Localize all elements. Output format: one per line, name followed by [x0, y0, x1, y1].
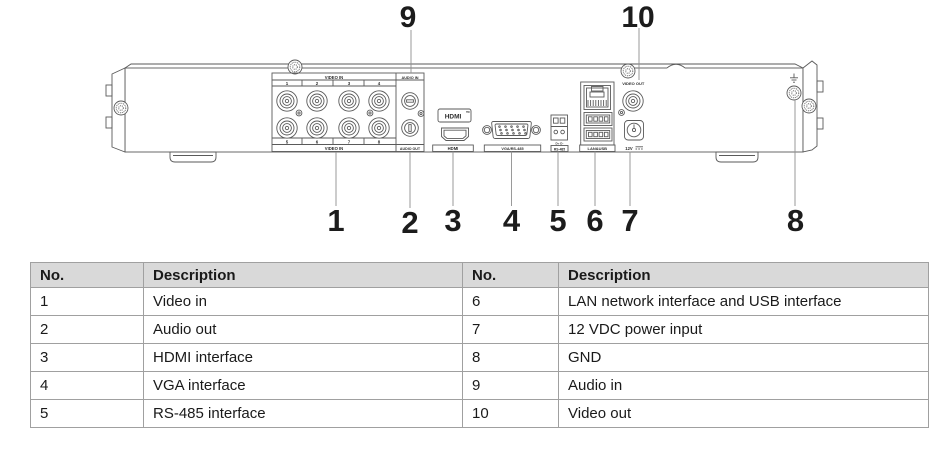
bnc-video-in-7: [338, 117, 360, 139]
legend-table: No. Description No. Description 1 Video …: [30, 262, 929, 428]
vga-pins: [498, 125, 527, 135]
bnc-video-in-2: [306, 90, 328, 112]
table-row-desc: 12 VDC power input: [559, 316, 929, 344]
callout-6: 6: [586, 203, 603, 238]
header-desc-left: Description: [144, 263, 463, 288]
label-video-out: VIDEO OUT: [622, 81, 645, 86]
callout-3: 3: [444, 203, 461, 238]
bnc-video-in-3: [338, 90, 360, 112]
bnc-video-in-6: [306, 117, 328, 139]
label-audio-in: AUDIO IN: [401, 76, 418, 80]
callout-7: 7: [621, 203, 638, 238]
bnc-number: 2: [316, 81, 319, 86]
screw-icon: [417, 110, 425, 117]
bnc-number: 6: [316, 140, 319, 145]
table-row-no: 1: [31, 288, 144, 316]
screw-icon: [618, 109, 625, 116]
table-row-no: 5: [31, 400, 144, 428]
label-12v: 12V: [625, 146, 633, 151]
screw-icon: [620, 63, 636, 79]
table-row-no: 4: [31, 372, 144, 400]
header-no-right: No.: [463, 263, 559, 288]
usb-port-1: [583, 112, 613, 126]
rear-panel-diagram: VIDEO IN AUDIO IN VIDEO IN AUDIO OUT 1 2…: [105, 1, 824, 240]
label-rs485: RS-485: [554, 147, 565, 151]
callout-5: 5: [549, 203, 566, 238]
bnc-video-in-5: [276, 117, 298, 139]
table-row-no: 8: [463, 344, 559, 372]
table-row-desc: Audio in: [559, 372, 929, 400]
label-rs485-pins: D+ D-: [556, 141, 564, 145]
label-video-in-bottom: VIDEO IN: [325, 146, 343, 151]
rca-audio-in: [401, 92, 419, 110]
device-chassis: [105, 59, 824, 163]
gnd-terminal: [786, 73, 802, 101]
rs485-terminal: [550, 114, 569, 152]
table-row-desc: RS-485 interface: [144, 400, 463, 428]
hdmi-logo: HDMI: [445, 114, 462, 121]
label-audio-out: AUDIO OUT: [400, 147, 421, 151]
screw-icon: [366, 109, 374, 117]
screw-icon: [295, 109, 303, 117]
table-row-no: 10: [463, 400, 559, 428]
ground-icon: [790, 73, 798, 83]
screw-icon: [113, 100, 129, 116]
table-row-desc: Video out: [559, 400, 929, 428]
label-hdmi: HDMI: [448, 146, 459, 151]
bnc-video-in-1: [276, 90, 298, 112]
power-jack: [624, 120, 644, 150]
screw-icon: [801, 98, 817, 114]
header-no-left: No.: [31, 263, 144, 288]
table-row-no: 6: [463, 288, 559, 316]
bnc-number: 4: [378, 81, 381, 86]
table-row-no: 7: [463, 316, 559, 344]
label-vga: VGA/RS-485: [501, 147, 523, 151]
table-row-no: 2: [31, 316, 144, 344]
vga-port: [482, 121, 542, 152]
table-row-desc: LAN network interface and USB interface: [559, 288, 929, 316]
bnc-number: 8: [378, 140, 381, 145]
bnc-video-in-8: [368, 117, 390, 139]
callout-8: 8: [787, 203, 804, 238]
callout-4: 4: [503, 203, 521, 238]
bnc-video-out: [622, 90, 644, 112]
table-row-desc: VGA interface: [144, 372, 463, 400]
video-audio-block: [271, 72, 425, 152]
table-row-desc: GND: [559, 344, 929, 372]
label-video-in-top: VIDEO IN: [325, 75, 343, 80]
label-lan-usb: LAN&USB: [588, 146, 608, 151]
table-row-desc: Audio out: [144, 316, 463, 344]
bnc-number: 5: [286, 140, 289, 145]
table-row-no: 3: [31, 344, 144, 372]
bnc-video-in-4: [368, 90, 390, 112]
callout-2: 2: [401, 205, 418, 240]
callout-1: 1: [327, 203, 344, 238]
bnc-number: 1: [286, 81, 289, 86]
bnc-number: 7: [348, 140, 351, 145]
rj45-port: [583, 85, 611, 110]
screw-icon: [287, 59, 303, 75]
callout-leaders: [335, 28, 796, 208]
usb-port-2: [583, 127, 613, 142]
table-row-no: 9: [463, 372, 559, 400]
header-desc-right: Description: [559, 263, 929, 288]
table-row-desc: HDMI interface: [144, 344, 463, 372]
lan-usb-block: [579, 81, 616, 152]
hdmi-tm: TM: [466, 111, 469, 114]
rca-audio-out: [401, 119, 419, 137]
callout-9: 9: [400, 1, 417, 34]
table-row-desc: Video in: [144, 288, 463, 316]
bnc-number: 3: [348, 81, 351, 86]
callout-10: 10: [621, 1, 654, 34]
